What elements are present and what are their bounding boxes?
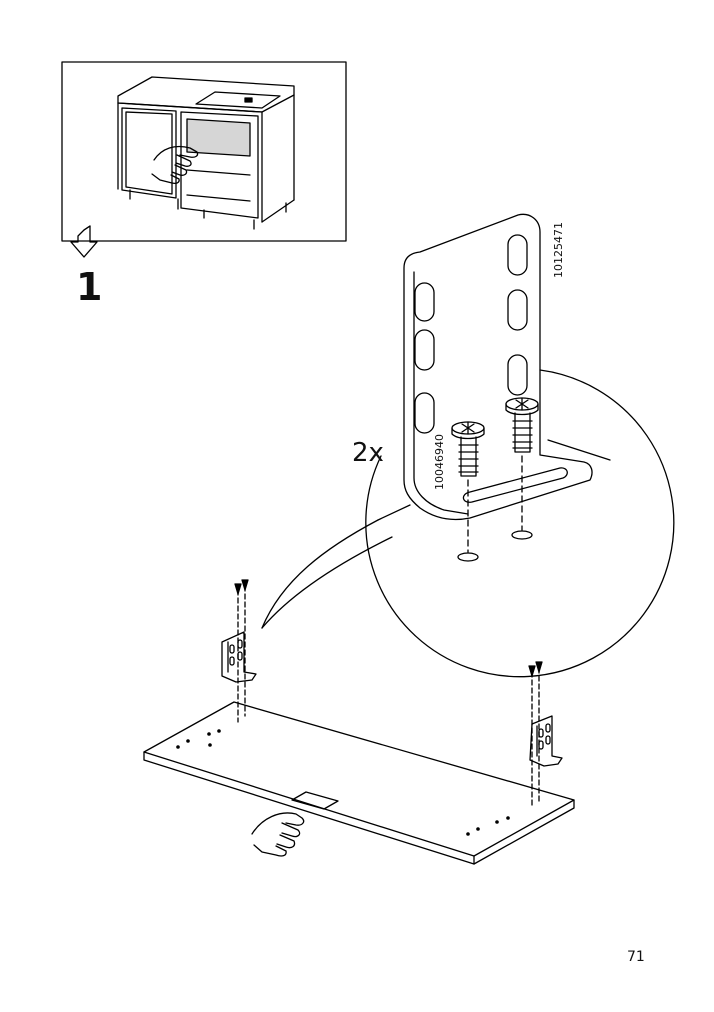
bracket-small-left xyxy=(221,579,257,723)
cabinet-illustration xyxy=(117,76,295,230)
overview-frame xyxy=(61,61,347,242)
bracket-small-right xyxy=(528,661,563,809)
screw-left xyxy=(451,421,485,562)
hand-icon xyxy=(251,812,305,857)
page-number: 71 xyxy=(627,949,645,965)
bracket-part-number: 10125471 xyxy=(552,222,565,278)
detail-callout xyxy=(261,369,675,678)
screw-right xyxy=(505,397,539,540)
step-arrow-icon xyxy=(70,225,98,258)
quantity-label: 2x xyxy=(352,438,384,468)
step-number: 1 xyxy=(76,265,103,309)
screw-part-number: 10046940 xyxy=(433,434,446,490)
bracket-large xyxy=(403,213,593,521)
panel-board xyxy=(143,701,575,865)
